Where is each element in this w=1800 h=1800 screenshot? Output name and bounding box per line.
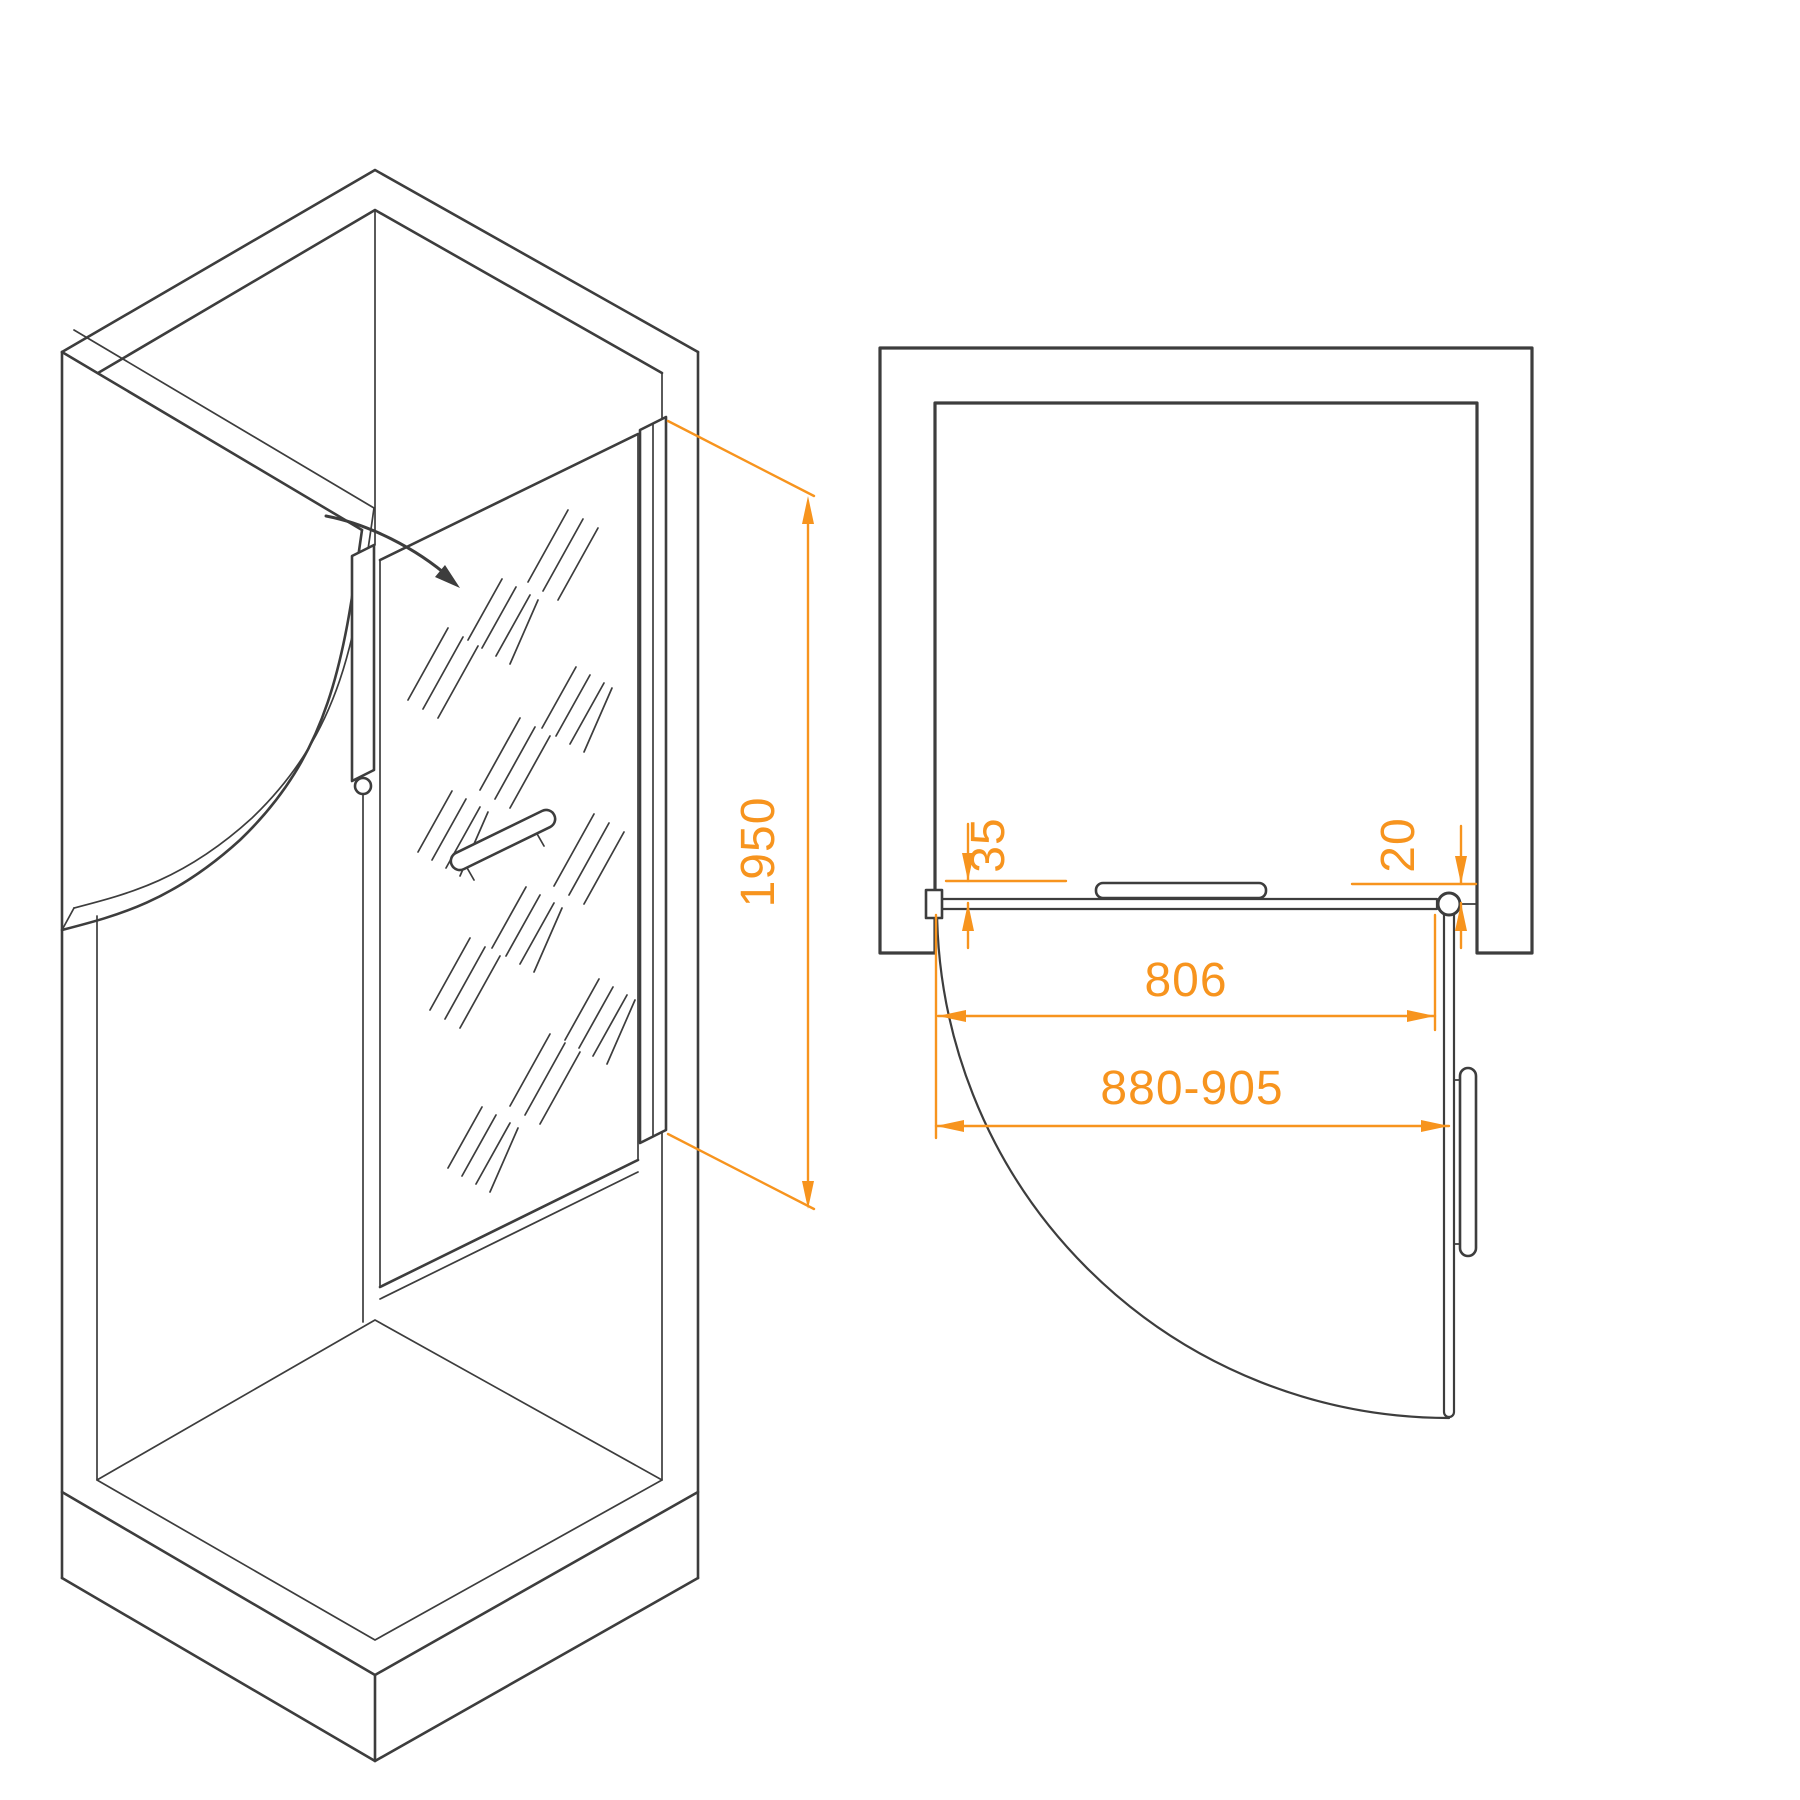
hinge-profile: [350, 543, 376, 1323]
profile-dimension: 35: [944, 817, 1068, 950]
shower-tray: [60, 1319, 700, 1763]
glass-width-dimension-label: 806: [1144, 954, 1227, 1007]
glass-width-dimension: 806: [934, 913, 1437, 1140]
hinge-dimension: 20: [1350, 817, 1478, 950]
glass-hatching: [407, 509, 636, 1193]
plan-walls: [878, 346, 1534, 955]
door-swing-arrow-icon: [324, 514, 460, 588]
plan-wall-profile: [924, 888, 944, 920]
plan-swing-arc: [935, 904, 1451, 1420]
plan-hinge: [1436, 891, 1478, 917]
frame-profile: [638, 415, 668, 1145]
plan-door-open: [1442, 913, 1478, 1419]
pivot-ball: [353, 776, 373, 796]
opening-width-dimension: 880-905: [934, 1062, 1451, 1132]
plan-door-handle-open: [1458, 1066, 1478, 1258]
isometric-view: 1950: [60, 168, 816, 1763]
plan-door-closed: [924, 881, 1439, 920]
opening-width-dimension-label: 880-905: [1100, 1062, 1283, 1115]
hinge-dimension-label: 20: [1372, 817, 1425, 872]
door-handle: [449, 808, 557, 881]
height-dimension: 1950: [666, 419, 816, 1211]
glass-door: [324, 415, 668, 1323]
plan-door-handle-closed: [1094, 881, 1268, 900]
plan-view: 35 20 806 880-905: [878, 346, 1534, 1420]
height-dimension-label: 1950: [732, 797, 785, 908]
profile-dimension-label: 35: [962, 817, 1015, 872]
